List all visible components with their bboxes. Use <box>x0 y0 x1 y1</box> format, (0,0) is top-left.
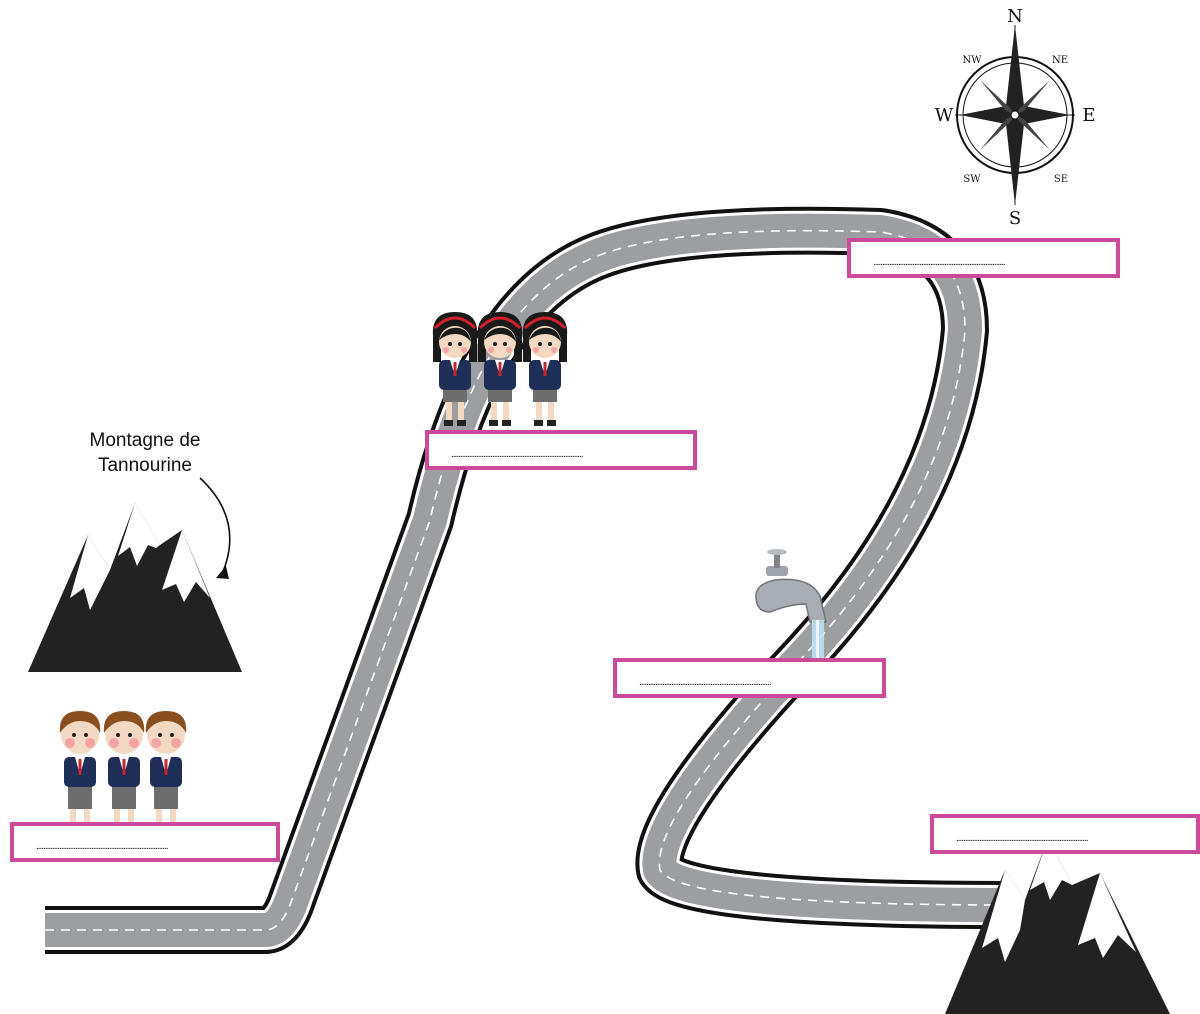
answer-box-tap[interactable]: ........................................… <box>613 658 886 698</box>
destination-mountain <box>945 838 1170 1014</box>
compass-nw-label: NW <box>962 55 982 66</box>
compass-s-label: S <box>1009 208 1021 229</box>
answer-box-top[interactable]: ........................................… <box>847 238 1120 278</box>
label-arrow <box>199 477 231 575</box>
answer-box-start[interactable]: ........................................… <box>10 822 280 862</box>
compass-ne-label: NE <box>1052 55 1068 66</box>
answer-box-start-text: ........................................… <box>36 842 168 852</box>
compass-se-label: SE <box>1054 174 1068 185</box>
answer-box-girls[interactable]: ........................................… <box>425 430 697 470</box>
mountain-label-line1: Montagne de <box>89 430 201 451</box>
answer-box-tap-text: ........................................… <box>639 678 771 688</box>
answer-box-end[interactable]: ........................................… <box>930 814 1200 854</box>
compass-rose-icon: N S W E NW NE SW SE <box>935 6 1096 229</box>
arrow-head-icon <box>216 566 229 579</box>
compass-n-label: N <box>1007 6 1023 27</box>
mountain-label: Montagne de Tannourine <box>70 428 220 478</box>
compass-w-label: W <box>935 105 954 126</box>
road <box>45 206 1011 954</box>
compass-e-label: E <box>1082 105 1095 126</box>
mountain-label-line2: Tannourine <box>97 455 193 477</box>
compass-sw-label: SW <box>963 174 981 185</box>
tannourine-mountain <box>28 503 242 672</box>
boys-group <box>59 711 187 831</box>
answer-box-top-text: ........................................… <box>873 258 1005 268</box>
answer-box-end-text: ........................................… <box>956 834 1088 844</box>
answer-box-girls-text: ........................................… <box>451 450 583 460</box>
